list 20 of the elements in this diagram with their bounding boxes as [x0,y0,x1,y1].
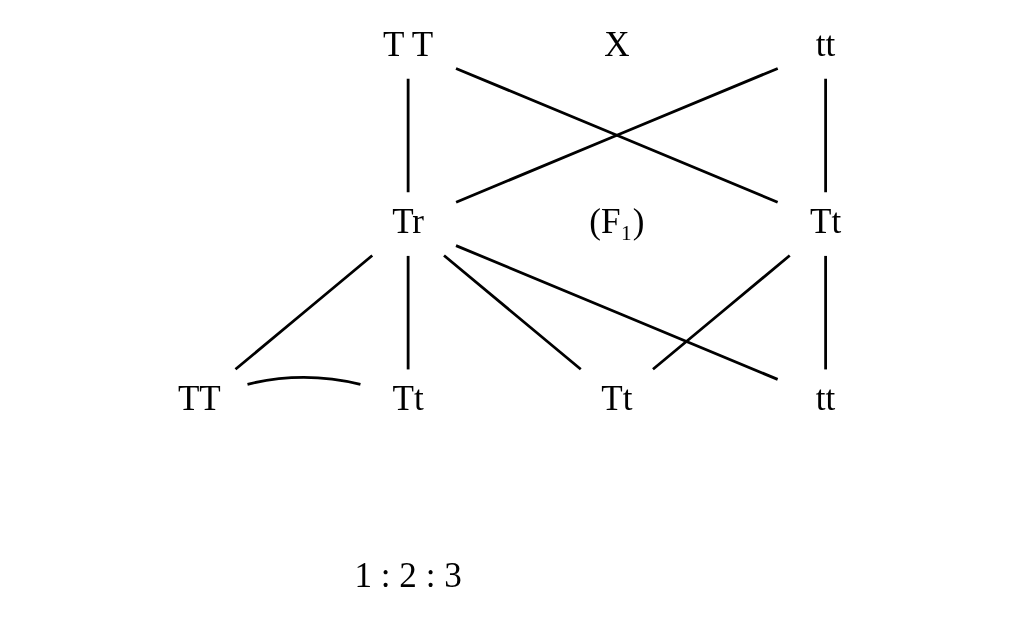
connector [823,255,827,370]
node-text: T T [382,24,433,64]
connector [406,255,410,370]
node-text: tt [815,378,835,418]
node-text: Tt [600,378,632,418]
connector [455,244,778,381]
node-text: TT [177,378,221,418]
label: X [603,24,630,64]
connector [234,254,373,371]
connector [442,254,582,371]
node-text: tt [815,24,835,64]
node-text: Tt [392,378,424,418]
connector [651,254,791,371]
connector [406,78,410,193]
connector [246,376,361,386]
connector [823,78,827,193]
label: 1 : 2 : 3 [354,556,462,596]
node-text: Tt [809,201,841,241]
label: (F₁) [588,201,644,241]
node-text: Tr [391,201,424,241]
